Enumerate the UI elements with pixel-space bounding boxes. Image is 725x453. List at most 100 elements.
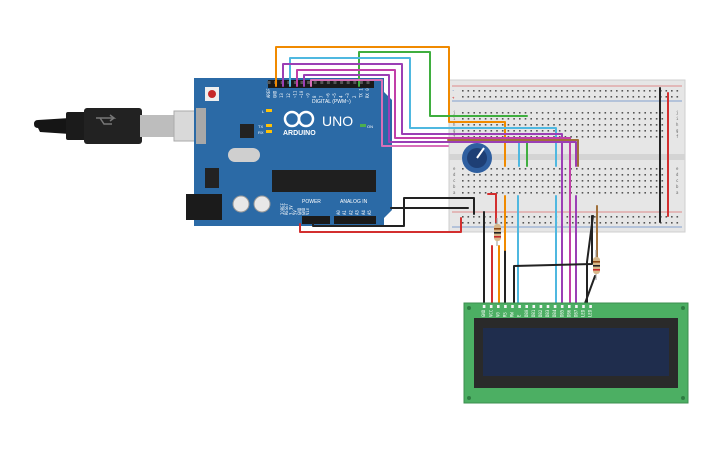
breadboard-hole [530, 192, 532, 194]
breadboard-hole [644, 112, 646, 114]
breadboard-hole [484, 186, 487, 188]
breadboard-hole [467, 118, 470, 120]
breadboard-hole [507, 168, 510, 170]
header-pin [307, 81, 311, 84]
breadboard-hole [633, 186, 635, 188]
breadboard-hole [489, 216, 492, 218]
breadboard-hole [627, 186, 629, 188]
breadboard-hole [524, 130, 527, 132]
breadboard-hole [633, 174, 635, 176]
breadboard-hole [615, 136, 618, 138]
breadboard-hole [467, 216, 470, 218]
board-brand: ARDUINO [283, 130, 316, 137]
breadboard-hole [530, 136, 532, 138]
row-letter: g [676, 128, 679, 133]
breadboard-hole [638, 186, 641, 188]
breadboard-hole [506, 216, 508, 218]
breadboard-hole [644, 130, 646, 132]
header-pin [333, 81, 337, 84]
power-pin-label: GND [301, 207, 306, 215]
breadboard-hole [644, 124, 646, 126]
breadboard-hole [621, 192, 624, 194]
row-letter: j [453, 110, 455, 115]
breadboard-hole [528, 216, 530, 218]
breadboard-hole [547, 168, 550, 170]
breadboard-hole [536, 124, 538, 126]
breadboard-hole [547, 118, 550, 120]
header-pin [313, 81, 317, 84]
breadboard-hole [530, 168, 532, 170]
breadboard-hole [654, 96, 657, 98]
breadboard-hole [633, 112, 635, 114]
breadboard-hole [621, 222, 624, 224]
breadboard-hole [650, 186, 652, 188]
breadboard-hole [577, 216, 580, 218]
breadboard-hole [587, 180, 589, 182]
breadboard-hole [553, 124, 555, 126]
breadboard-hole [530, 124, 532, 126]
lcd-pin-label: GND [481, 309, 486, 317]
breadboard-hole [519, 168, 521, 170]
breadboard-hole [615, 192, 618, 194]
breadboard-hole [615, 186, 618, 188]
breadboard-hole [610, 112, 612, 114]
breadboard-hole [522, 96, 525, 98]
breadboard-hole [661, 192, 664, 194]
breadboard-hole [615, 124, 618, 126]
digital-pin-label: 13 [279, 93, 284, 98]
breadboard-hole [511, 222, 514, 224]
breadboard-hole [513, 112, 515, 114]
breadboard-hole [496, 136, 498, 138]
breadboard-hole [553, 130, 555, 132]
breadboard-hole [598, 192, 601, 194]
breadboard-hole [655, 192, 658, 194]
breadboard-hole [655, 112, 658, 114]
breadboard-hole [496, 130, 498, 132]
breadboard-hole [462, 192, 464, 194]
breadboard-hole [638, 168, 641, 170]
breadboard-hole [541, 192, 544, 194]
breadboard-hole [577, 222, 580, 224]
breadboard-hole [484, 96, 486, 98]
breadboard-hole [621, 186, 624, 188]
breadboard-hole [615, 130, 618, 132]
resistor-icon [593, 250, 600, 280]
breadboard-hole [650, 168, 652, 170]
breadboard-hole [564, 180, 567, 182]
lcd-pin [539, 305, 543, 308]
digital-header-label: DIGITAL (PWM~) [312, 99, 351, 105]
lcd-pin-label: DB2 [538, 309, 543, 317]
breadboard-hole [462, 186, 464, 188]
breadboard-hole [484, 90, 486, 92]
lcd-pin-label: DB3 [545, 309, 550, 317]
breadboard-hole [467, 222, 470, 224]
breadboard-hole [490, 136, 493, 138]
breadboard-hole [473, 174, 475, 176]
breadboard-hole [587, 186, 589, 188]
breadboard-hole [500, 90, 503, 92]
breadboard-hole [507, 136, 510, 138]
breadboard-hole [564, 118, 567, 120]
breadboard-hole [541, 168, 544, 170]
breadboard-hole [566, 216, 569, 218]
breadboard-hole [610, 180, 612, 182]
breadboard-hole [581, 180, 584, 182]
breadboard-hole [533, 222, 536, 224]
breadboard-hole [610, 124, 612, 126]
breadboard-hole [605, 90, 607, 92]
wire-purple-2 [296, 69, 571, 307]
breadboard-hole [547, 192, 550, 194]
breadboard-hole [593, 124, 595, 126]
breadboard-hole [610, 96, 613, 98]
breadboard-hole [570, 136, 572, 138]
breadboard-hole [632, 216, 635, 218]
wire-red-lcd-vcc [487, 193, 497, 223]
breadboard-hole [501, 112, 504, 114]
breadboard-hole [661, 112, 664, 114]
breadboard-hole [462, 96, 464, 98]
lcd-pin-label: DB5 [559, 309, 564, 317]
breadboard-hole [507, 118, 510, 120]
breadboard-hole [522, 222, 525, 224]
breadboard-hole [643, 222, 646, 224]
